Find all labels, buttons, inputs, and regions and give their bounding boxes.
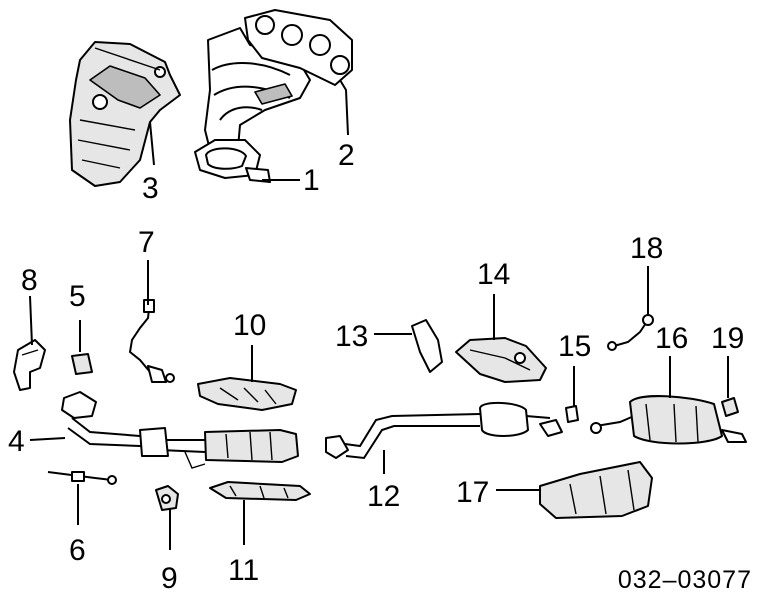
part-11-lower-heat-shield[interactable] [209,481,311,501]
callout-11: 11 [228,554,259,587]
part-14-heat-shield[interactable] [455,337,547,383]
callout-8: 8 [21,264,38,297]
callout-16: 16 [655,322,688,355]
callout-15: 15 [558,330,591,363]
callout-2: 2 [338,139,355,172]
leader-lines [29,79,729,550]
part-19-clamp[interactable] [721,397,739,417]
callout-9: 9 [161,562,178,595]
callout-3: 3 [142,172,159,205]
part-3-manifold-heat-shield[interactable] [69,41,181,187]
part-15-bolt[interactable] [565,405,579,423]
part-17-rear-heat-shield[interactable] [539,461,653,519]
part-16-muffler[interactable] [590,395,747,445]
callout-7: 7 [138,226,155,259]
part-6-sensor-wire[interactable] [47,471,117,485]
callout-5: 5 [69,280,86,313]
part-7-oxygen-sensor[interactable] [128,299,175,383]
callout-1: 1 [303,164,320,197]
part-10-heat-shield[interactable] [197,377,297,411]
callout-17: 17 [456,476,489,509]
callout-18: 18 [630,232,663,265]
callout-10: 10 [233,309,266,342]
part-2-manifold-gasket[interactable] [244,9,353,86]
callout-13: 13 [335,320,368,353]
callout-4: 4 [8,425,25,458]
callout-14: 14 [477,258,510,291]
part-18-hanger[interactable] [607,314,654,351]
callout-6: 6 [69,534,86,567]
diagram-code: 032–03077 [618,566,752,594]
part-12-center-pipe[interactable] [325,402,563,460]
part-5-clip[interactable] [71,353,93,375]
part-8-bracket[interactable] [13,339,46,391]
part-4-front-exhaust-pipe[interactable] [61,391,299,469]
callout-12: 12 [367,480,400,513]
callout-19: 19 [711,322,744,355]
part-9-gasket-ring[interactable] [155,485,179,511]
part-13-bracket[interactable] [411,319,443,373]
